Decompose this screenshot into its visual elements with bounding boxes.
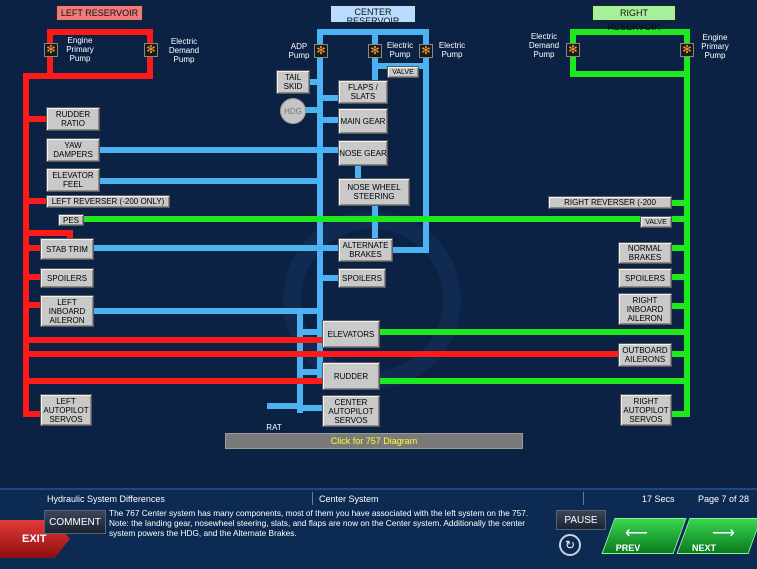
757-diagram-link[interactable]: Click for 757 Diagram (225, 433, 523, 449)
normal-brakes-box: NORMAL BRAKES (618, 242, 672, 264)
next-arrow-icon: ⟶ (712, 525, 735, 542)
footer-divider (583, 492, 584, 505)
tail-skid-box: TAIL SKID (276, 70, 310, 94)
right-engine-pump-icon: ✻ (680, 43, 694, 57)
hydraulic-diagram-stage: LEFT RESERVOIR CENTER RESERVOIR RIGHT RE… (23, 5, 729, 449)
alternate-brakes-box: ALTERNATE BRAKES (338, 238, 393, 262)
center-system-lines (93, 29, 429, 413)
right-inboard-aileron-box: RIGHT INBOARD AILERON (618, 293, 672, 325)
flaps-slats-box: FLAPS / SLATS (338, 80, 388, 104)
nose-gear-box: NOSE GEAR (338, 140, 388, 166)
timer-text: 17 Secs (642, 494, 675, 504)
left-inboard-aileron-box: LEFT INBOARD AILERON (40, 295, 94, 327)
center-electric-pump-1-label: Electric Pump (386, 41, 414, 59)
hdg-indicator: HDG (280, 98, 306, 124)
next-label: NEXT (691, 543, 716, 553)
page-indicator: Page 7 of 28 (698, 494, 750, 504)
adp-pump-icon: ✻ (314, 44, 328, 58)
left-autopilot-servos-box: LEFT AUTOPILOT SERVOS (40, 394, 92, 426)
right-autopilot-servos-box: RIGHT AUTOPILOT SERVOS (620, 394, 672, 426)
comment-text: The 767 Center system has many component… (109, 508, 529, 538)
main-gear-box: MAIN GEAR (338, 108, 388, 134)
comment-button[interactable]: COMMENT (44, 510, 106, 534)
left-system-lines (23, 29, 618, 417)
left-electric-pump-icon: ✻ (144, 43, 158, 57)
elevators-box: ELEVATORS (322, 320, 380, 348)
center-autopilot-servos-box: CENTER AUTOPILOT SERVOS (322, 395, 380, 427)
rudder-ratio-box: RUDDER RATIO (46, 107, 100, 131)
right-system-lines (81, 29, 690, 417)
left-engine-pump-icon: ✻ (44, 43, 58, 57)
center-spoilers-box: SPOILERS (338, 268, 386, 288)
exit-label: EXIT (22, 533, 47, 545)
right-engine-pump-label: Engine Primary Pump (701, 33, 729, 60)
right-electric-pump-icon: ✻ (566, 43, 580, 57)
right-valve-box: VALVE (640, 216, 672, 228)
outboard-ailerons-box: OUTBOARD AILERONS (618, 343, 672, 367)
elevator-feel-box: ELEVATOR FEEL (46, 168, 100, 192)
adp-pump-label: ADP Pump (288, 42, 310, 60)
right-reverser-box: RIGHT REVERSER (-200 (548, 196, 672, 209)
stab-trim-box: STAB TRIM (40, 238, 94, 260)
nose-wheel-steering-box: NOSE WHEEL STEERING (338, 178, 410, 206)
replay-icon[interactable]: ↻ (559, 534, 581, 556)
center-reservoir: CENTER RESERVOIR (330, 5, 416, 23)
center-electric-pump-1-icon: ✻ (368, 44, 382, 58)
prev-arrow-icon: ⟵ (625, 525, 648, 542)
right-spoilers-box: SPOILERS (618, 268, 672, 288)
prev-label: PREV (615, 543, 641, 553)
course-title: Hydraulic System Differences (47, 494, 165, 504)
left-reservoir: LEFT RESERVOIR (56, 5, 143, 21)
center-electric-pump-2-label: Electric Pump (438, 41, 466, 59)
left-spoilers-box: SPOILERS (40, 268, 94, 288)
section-title: Center System (319, 494, 379, 504)
rat-label: RAT (266, 423, 282, 432)
center-electric-pump-2-icon: ✻ (419, 44, 433, 58)
right-electric-pump-label: Electric Demand Pump (528, 32, 560, 59)
comment-label: COMMENT (49, 516, 101, 528)
rudder-box: RUDDER (322, 362, 380, 390)
pes-box: PES (58, 214, 84, 226)
right-reservoir: RIGHT RESERVOIR (592, 5, 676, 32)
hydraulic-lines (23, 29, 690, 417)
pause-label: PAUSE (564, 514, 598, 526)
yaw-dampers-box: YAW DAMPERS (46, 138, 100, 162)
center-valve-box: VALVE (387, 66, 419, 78)
pause-button[interactable]: PAUSE (556, 510, 606, 530)
course-footer: Hydraulic System Differences Center Syst… (0, 488, 757, 569)
left-electric-pump-label: Electric Demand Pump (168, 37, 200, 64)
left-reverser-box: LEFT REVERSER (-200 ONLY) (46, 195, 170, 208)
left-engine-pump-label: Engine Primary Pump (66, 36, 94, 63)
footer-divider (312, 492, 313, 505)
